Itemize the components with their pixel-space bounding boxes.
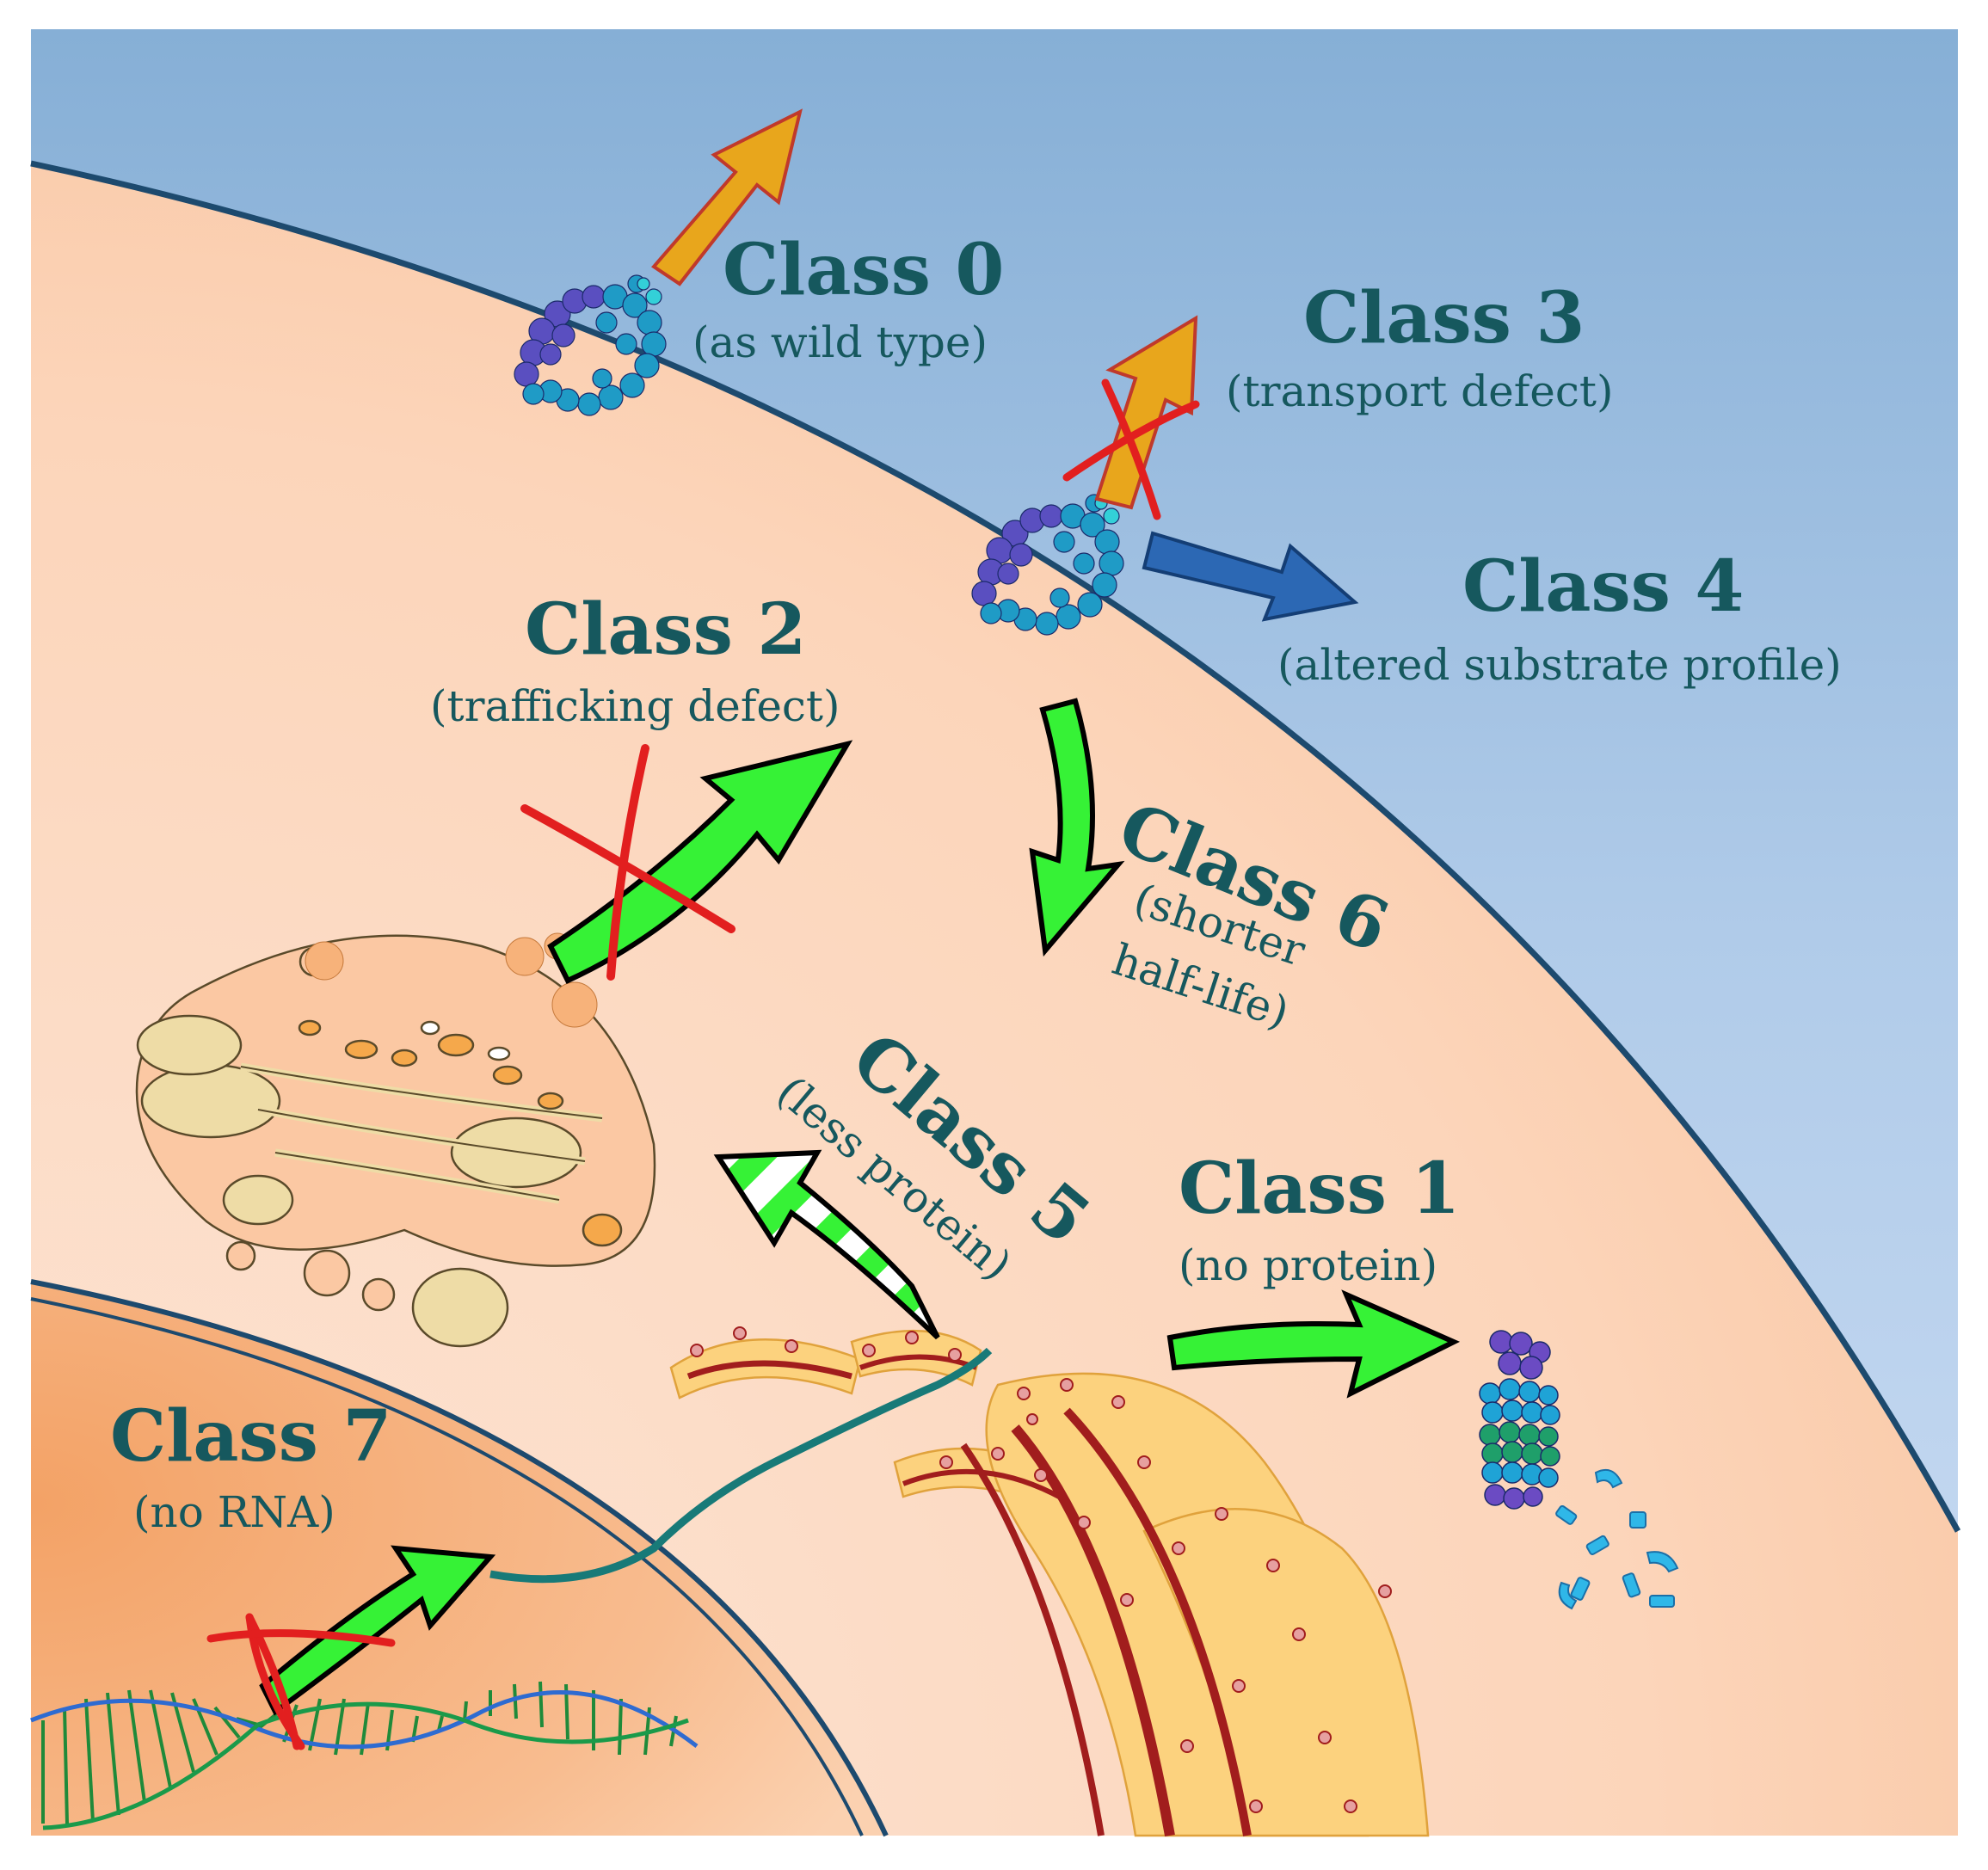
- class3-title: Class 3: [1303, 277, 1585, 360]
- class3-block-cross: [1062, 378, 1200, 520]
- class6-halflife-arrow: [1029, 698, 1125, 957]
- class7-block-cross: [206, 1613, 396, 1750]
- golgi-apparatus-icon: [135, 934, 656, 1348]
- class5-less-protein-arrow: [713, 1149, 940, 1340]
- cftr-channel-wildtype-icon: [514, 274, 667, 416]
- class7-title: Class 7: [110, 1395, 391, 1478]
- class0-export-arrow: [651, 108, 803, 286]
- class1-subtitle: (no protein): [1179, 1240, 1437, 1290]
- peptide-fragments-icon: [1555, 1469, 1679, 1610]
- proteasome-icon: [1479, 1330, 1560, 1510]
- nuclear-envelope-inner: [30, 1297, 864, 1836]
- class7-subtitle: (no RNA): [133, 1487, 335, 1537]
- class7-transcription-arrow: [259, 1545, 496, 1716]
- mrna-strand-icon: [489, 1347, 993, 1584]
- class3-subtitle: (transport defect): [1226, 366, 1613, 416]
- class1-degradation-arrow: [1166, 1289, 1461, 1399]
- class4-substrate-arrow: [1142, 531, 1359, 622]
- class2-block-cross: [520, 744, 735, 981]
- endoplasmic-reticulum-icon: [669, 1329, 1430, 1837]
- class0-subtitle: (as wild type): [692, 317, 988, 367]
- ribosomes-icon: [690, 1326, 1392, 1813]
- class0-title: Class 0: [723, 229, 1004, 311]
- class4-subtitle: (altered substrate profile): [1277, 640, 1842, 690]
- class4-title: Class 4: [1462, 545, 1744, 628]
- class2-title: Class 2: [525, 588, 806, 671]
- plasma-membrane: [30, 160, 1961, 1533]
- class2-subtitle: (trafficking defect): [430, 681, 840, 731]
- class1-title: Class 1: [1179, 1147, 1460, 1230]
- cytoplasm: [31, 163, 1958, 1836]
- dna-helix-icon: [30, 1681, 699, 1830]
- class3-export-arrow: [1094, 315, 1198, 510]
- nuclear-envelope-outer: [30, 1279, 889, 1837]
- cftr-channel-mutant-icon: [971, 494, 1124, 636]
